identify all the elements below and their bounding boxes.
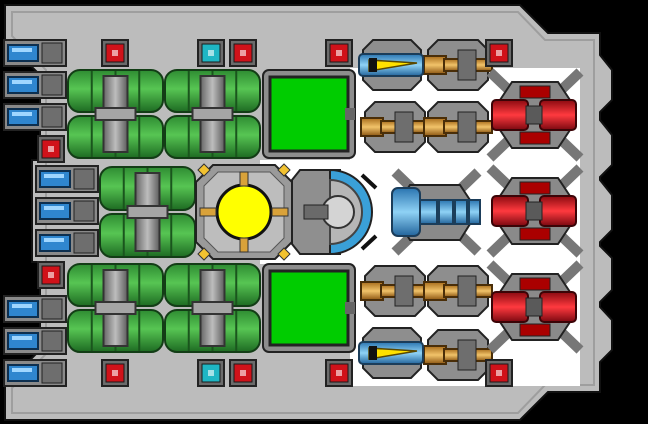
thruster-icon xyxy=(3,327,67,355)
red-node-icon xyxy=(37,135,65,163)
railgun-icon xyxy=(358,39,493,381)
thruster-icon xyxy=(3,39,99,387)
railgun-icon xyxy=(423,101,493,153)
laser-cannon-icon xyxy=(358,39,424,91)
thruster-icon xyxy=(3,295,67,323)
thruster-icon xyxy=(3,39,67,67)
fuel-tank-icon xyxy=(164,263,261,353)
railgun-icon xyxy=(423,39,493,91)
thruster-icon xyxy=(3,359,67,387)
railgun-icon xyxy=(360,101,430,153)
thruster-icon xyxy=(35,197,99,225)
red-node-icon xyxy=(37,39,513,387)
reactor-core-icon xyxy=(195,163,293,261)
red-node-icon xyxy=(229,39,257,67)
cyan-node-icon xyxy=(197,39,225,67)
red-node-icon xyxy=(37,261,65,289)
red-node-icon xyxy=(485,39,513,67)
red-node-icon xyxy=(229,359,257,387)
fuel-tank-icon xyxy=(164,69,261,159)
red-node-icon xyxy=(101,39,129,67)
thruster-icon xyxy=(35,229,99,257)
fuel-tank-icon xyxy=(67,69,261,353)
red-node-icon xyxy=(325,39,353,67)
fuel-tank-icon xyxy=(99,166,196,258)
dome-turret-icon xyxy=(291,168,378,256)
missile-launcher-icon xyxy=(486,68,584,354)
missile-launcher-icon xyxy=(486,164,584,258)
thruster-icon xyxy=(35,165,99,193)
cyan-node-icon xyxy=(197,359,225,387)
thruster-icon xyxy=(3,103,67,131)
laser-cannon-icon xyxy=(358,327,424,379)
red-node-icon xyxy=(485,359,513,387)
red-node-icon xyxy=(325,359,353,387)
thruster-icon xyxy=(3,71,67,99)
fuel-tank-icon xyxy=(67,69,164,159)
railgun-icon xyxy=(423,329,493,381)
red-node-icon xyxy=(101,359,129,387)
screen-icon xyxy=(262,69,356,353)
fuel-tank-icon xyxy=(67,263,164,353)
railgun-icon xyxy=(423,265,493,317)
railgun-icon xyxy=(360,265,430,317)
laser-cannon-icon xyxy=(391,168,482,256)
missile-launcher-icon xyxy=(486,68,584,162)
missile-launcher-icon xyxy=(486,260,584,354)
